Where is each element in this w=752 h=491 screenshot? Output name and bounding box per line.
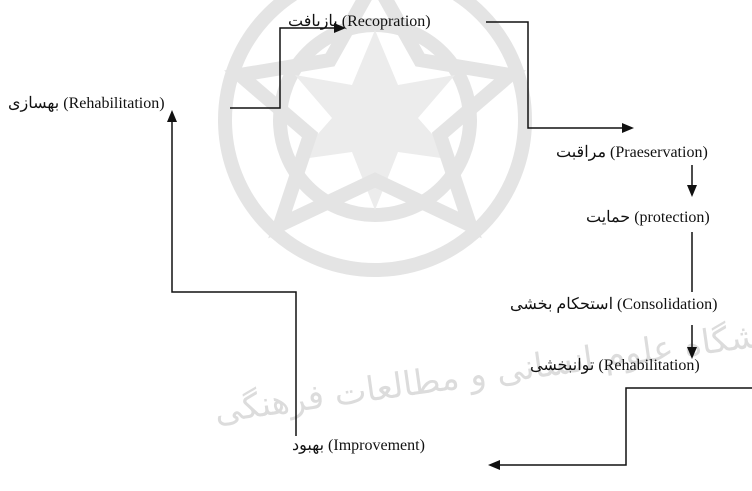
node-consolidation: استحکام بخشی (Consolidation)	[510, 296, 718, 313]
node-recopration: بازیافت (Recopration)	[288, 13, 431, 30]
arrowhead-rehab-lower	[687, 347, 697, 359]
arrowhead-improvement	[488, 460, 500, 470]
node-improvement: بهبود (Improvement)	[292, 437, 425, 454]
arrowhead-recopration	[334, 23, 346, 33]
node-rehabilitation-lower: توانبخشی (Rehabilitation)	[530, 357, 700, 374]
watermark-emblem	[218, 0, 532, 277]
node-protection: حمایت (protection)	[586, 209, 710, 226]
node-praeservation: مراقبت (Praeservation)	[556, 144, 708, 161]
arrowhead-rehab-upper	[167, 110, 177, 122]
node-rehabilitation-upper: بهسازی (Rehabilitation)	[8, 95, 165, 112]
arrowhead-protection	[687, 185, 697, 197]
arrowhead-praeservation	[622, 123, 634, 133]
connectors	[167, 21, 752, 470]
connector-rehab-lower-to-improvement	[500, 387, 752, 466]
connector-recopration-to-praeservation	[486, 21, 622, 129]
connector-improvement-to-rehab-upper	[171, 122, 297, 436]
connector-rehab-to-recopration	[230, 27, 334, 109]
